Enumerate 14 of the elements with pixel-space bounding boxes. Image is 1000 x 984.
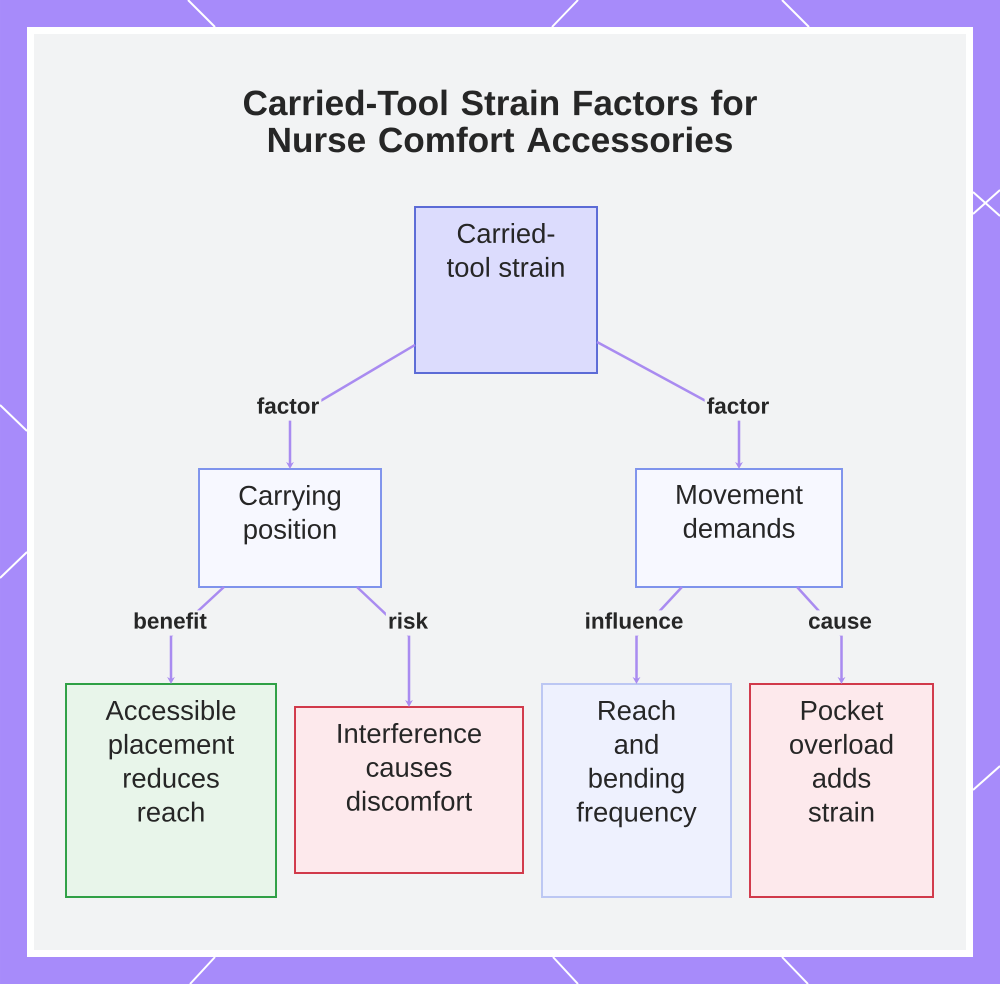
edge-label: benefit	[131, 610, 209, 636]
edge-label: influence	[582, 610, 686, 636]
concept-box: Accessible placement reduces reach	[65, 683, 277, 898]
concept-box: Interference causes discomfort	[294, 706, 524, 874]
edge-label: risk	[386, 610, 430, 636]
concept-box: Movement demands	[635, 468, 843, 588]
concept-box: Reach and bending frequency	[541, 683, 732, 898]
edge-label: factor	[704, 395, 772, 421]
edge-label: cause	[806, 610, 874, 636]
title: Carried-Tool Strain Factors for Nurse Comfort Accessories	[244, 90, 757, 152]
concept-box: Pocket overload adds strain	[749, 683, 934, 898]
concept-box: Carrying position	[198, 468, 382, 588]
concept-box: Carried-tool strain	[414, 206, 598, 374]
edge-label: factor	[254, 395, 322, 421]
